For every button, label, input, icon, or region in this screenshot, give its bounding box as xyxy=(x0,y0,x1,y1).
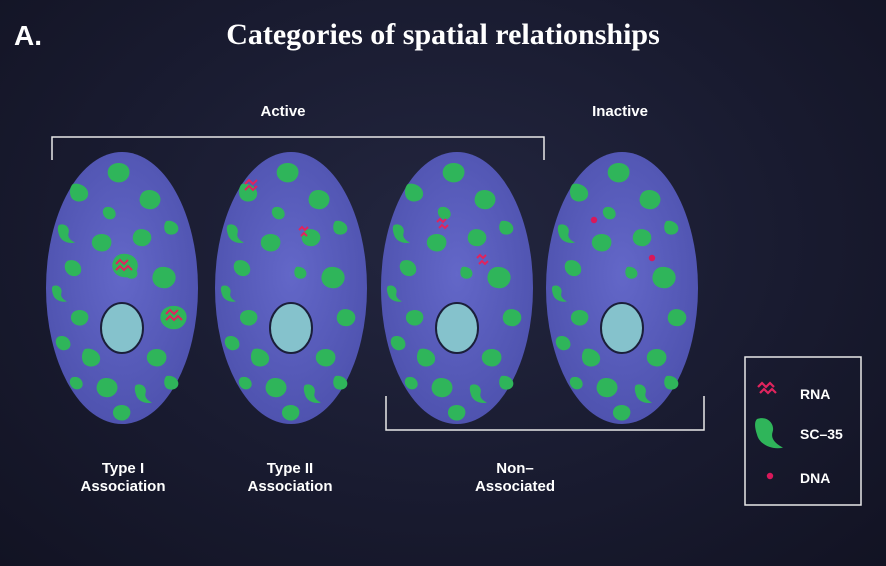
nonassociated-caption-line2: Associated xyxy=(474,478,556,495)
rna-legend-icon xyxy=(757,381,777,395)
dna-dot xyxy=(648,254,656,262)
dna-dot xyxy=(590,216,598,224)
cell-inactive-dna xyxy=(546,152,698,424)
legend-rna-label: RNA xyxy=(800,386,831,402)
dna-legend-icon xyxy=(766,472,774,480)
type1-caption-line1: Type I xyxy=(101,460,145,477)
type1-caption-line2: Association xyxy=(80,478,166,495)
nonassociated-caption: Non– Associated xyxy=(395,460,635,496)
legend-sc35-label: SC–35 xyxy=(800,426,843,442)
nucleolus xyxy=(435,302,479,354)
active-label: Active xyxy=(260,103,306,120)
rna-on-sc35 xyxy=(112,253,187,330)
inactive-label: Inactive xyxy=(592,103,648,120)
rna-free xyxy=(436,217,489,266)
legend-box xyxy=(744,356,862,506)
sc35-legend-icon xyxy=(755,418,783,449)
rna-adjacent xyxy=(244,178,309,237)
type2-caption-line1: Type II xyxy=(266,460,314,477)
type2-caption-line2: Association xyxy=(247,478,333,495)
nucleolus xyxy=(600,302,644,354)
nucleolus xyxy=(100,302,144,354)
panel-label: A. xyxy=(14,20,42,51)
type2-caption: Type II Association xyxy=(220,460,360,496)
nonassociated-caption-line1: Non– xyxy=(496,460,534,477)
cell-nonassociated-rna xyxy=(381,152,533,424)
nonassociated-bracket xyxy=(385,396,705,431)
nucleolus xyxy=(269,302,313,354)
active-bracket xyxy=(51,136,545,160)
figure-title: Categories of spatial relationships xyxy=(226,18,660,51)
legend-dna-label: DNA xyxy=(800,470,831,486)
cell-type1 xyxy=(46,152,198,424)
cell-type2 xyxy=(215,152,367,424)
type1-caption: Type I Association xyxy=(53,460,193,496)
